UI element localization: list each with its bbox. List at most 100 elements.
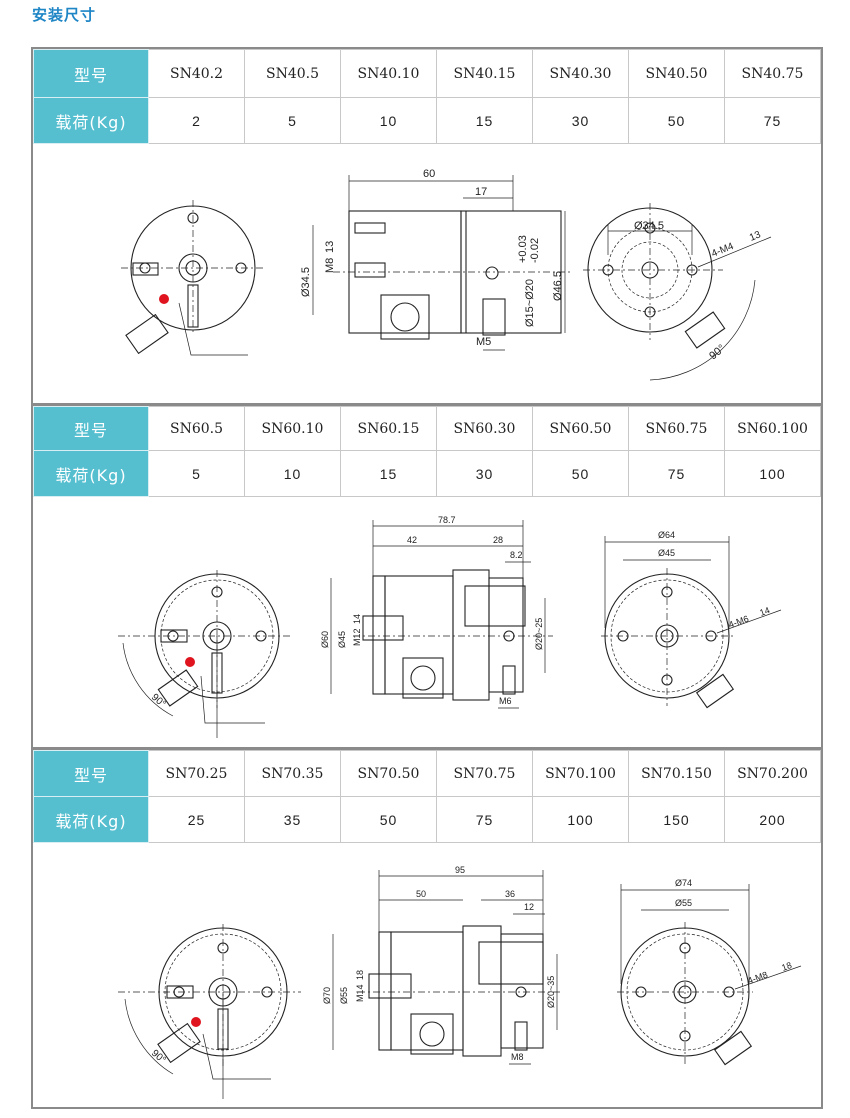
marker-dot <box>159 294 169 304</box>
load-cell: 50 <box>628 97 725 144</box>
table-row-models: 型号 SN60.5 SN60.10 SN60.15 SN60.30 SN60.5… <box>33 406 821 451</box>
dim-flange: 8.2 <box>510 550 523 560</box>
front-view: 90° <box>118 924 301 1099</box>
drawing-sn40: 60 17 Ø34.5 M8 13 Ø15~Ø20 +0.03 -0.02 Ø4… <box>33 145 821 403</box>
end-view: Ø74 Ø55 4-M8 18 <box>617 878 802 1066</box>
load-cell: 50 <box>340 796 437 843</box>
table-row-loads: 载荷(Kg) 5 10 15 30 50 75 100 <box>33 450 821 497</box>
dim-pcd-outer: Ø74 <box>675 878 692 888</box>
dim-tol-minus: -0.02 <box>529 238 541 263</box>
model-label: 型号 <box>33 750 149 797</box>
load-label: 载荷(Kg) <box>33 97 149 144</box>
dim-m-thread: M12 <box>352 628 362 646</box>
page-title: 安装尺寸 <box>32 6 97 24</box>
dim-pcd-inner: Ø55 <box>675 898 692 908</box>
dim-body-length: 42 <box>407 535 417 545</box>
dim-side-tap: M5 <box>476 336 491 348</box>
side-view: 95 50 36 12 Ø70 Ø55 M14 18 Ø20~35 M8 <box>322 865 563 1065</box>
drawing-sn70: 90° 95 50 36 <box>33 844 821 1107</box>
model-label: 型号 <box>33 406 149 451</box>
dim-side-tap: M6 <box>499 696 512 706</box>
load-cell: 50 <box>532 450 629 497</box>
load-cell: 2 <box>148 97 245 144</box>
model-cell: SN70.100 <box>532 750 629 797</box>
dim-total-length: 95 <box>455 865 465 875</box>
dim-body-length: 50 <box>416 889 426 899</box>
dim-outer-dia: Ø60 <box>320 631 330 648</box>
model-cell: SN60.10 <box>244 406 341 451</box>
dim-pcd-outer: Ø64 <box>658 530 675 540</box>
model-cell: SN70.150 <box>628 750 725 797</box>
dim-m-depth: 13 <box>324 241 336 253</box>
model-cell: SN40.30 <box>532 49 629 98</box>
load-label: 载荷(Kg) <box>33 450 149 497</box>
load-cell: 5 <box>244 97 341 144</box>
load-label: 载荷(Kg) <box>33 796 149 843</box>
marker-dot <box>185 657 195 667</box>
model-cell: SN70.35 <box>244 750 341 797</box>
model-cell: SN60.75 <box>628 406 725 451</box>
load-cell: 30 <box>436 450 533 497</box>
spec-section-sn40: 型号 SN40.2 SN40.5 SN40.10 SN40.15 SN40.30… <box>31 47 823 405</box>
technical-drawing: 60 17 Ø34.5 M8 13 Ø15~Ø20 +0.03 -0.02 Ø4… <box>121 168 772 381</box>
marker-dot <box>191 1017 201 1027</box>
model-cell: SN40.75 <box>724 49 821 98</box>
load-cell: 15 <box>436 97 533 144</box>
model-cell: SN60.100 <box>724 406 821 451</box>
model-cell: SN60.15 <box>340 406 437 451</box>
end-view: Ø34.5 4-M4 13 90° <box>583 203 772 381</box>
dim-bore: Ø20~35 <box>546 976 556 1008</box>
side-view: 78.7 42 28 8.2 Ø60 Ø45 M12 14 Ø20~25 M6 <box>320 515 553 709</box>
table-row-models: 型号 SN70.25 SN70.35 SN70.50 SN70.75 SN70.… <box>33 750 821 797</box>
dim-holes: 4-M8 <box>746 969 769 985</box>
front-view: 90° <box>118 570 293 738</box>
dim-m-thread: M8 <box>324 258 336 273</box>
table-row-models: 型号 SN40.2 SN40.5 SN40.10 SN40.15 SN40.30… <box>33 49 821 98</box>
drawing-sn60: 90° 78.7 42 28 <box>33 498 821 747</box>
model-cell: SN40.5 <box>244 49 341 98</box>
load-cell: 75 <box>628 450 725 497</box>
dim-front-length: 28 <box>493 535 503 545</box>
spec-section-sn60: 型号 SN60.5 SN60.10 SN60.15 SN60.30 SN60.5… <box>31 404 823 749</box>
load-cell: 15 <box>340 450 437 497</box>
model-cell: SN70.75 <box>436 750 533 797</box>
technical-drawing: 90° 95 50 36 <box>118 865 802 1099</box>
load-cell: 200 <box>724 796 821 843</box>
load-cell: 100 <box>724 450 821 497</box>
dim-outer-dia: Ø34.5 <box>300 267 312 297</box>
model-cell: SN40.10 <box>340 49 437 98</box>
load-cell: 25 <box>148 796 245 843</box>
dim-bore: Ø15~Ø20 <box>524 279 536 327</box>
dim-outer-dia: Ø70 <box>322 987 332 1004</box>
model-cell: SN60.50 <box>532 406 629 451</box>
dim-flange: 12 <box>524 902 534 912</box>
dim-side-tap: M8 <box>511 1052 524 1062</box>
table-row-loads: 载荷(Kg) 25 35 50 75 100 150 200 <box>33 796 821 843</box>
spec-table-sn70: 型号 SN70.25 SN70.35 SN70.50 SN70.75 SN70.… <box>33 750 821 843</box>
dim-holes: 4-M6 <box>727 613 750 629</box>
technical-drawing: 90° 78.7 42 28 <box>118 515 782 738</box>
dim-m-depth: 18 <box>355 970 365 980</box>
dim-bore: Ø20~25 <box>534 618 544 650</box>
dim-hole-depth: 14 <box>758 605 771 618</box>
load-cell: 5 <box>148 450 245 497</box>
dim-body-dia: Ø46.5 <box>552 271 564 301</box>
spec-table-sn60: 型号 SN60.5 SN60.10 SN60.15 SN60.30 SN60.5… <box>33 406 821 497</box>
load-cell: 10 <box>244 450 341 497</box>
load-cell: 150 <box>628 796 725 843</box>
load-cell: 75 <box>724 97 821 144</box>
front-view <box>121 200 263 356</box>
dim-front-length: 17 <box>475 186 487 198</box>
dim-m-depth: 14 <box>352 614 362 624</box>
load-cell: 75 <box>436 796 533 843</box>
load-cell: 100 <box>532 796 629 843</box>
side-view: 60 17 Ø34.5 M8 13 Ø15~Ø20 +0.03 -0.02 Ø4… <box>300 168 573 351</box>
load-cell: 30 <box>532 97 629 144</box>
dim-inner-dia: Ø55 <box>339 987 349 1004</box>
dim-angle: 90° <box>149 1048 168 1066</box>
model-cell: SN60.5 <box>148 406 245 451</box>
dim-front-length: 36 <box>505 889 515 899</box>
model-cell: SN70.50 <box>340 750 437 797</box>
dim-hole-depth: 13 <box>748 229 763 244</box>
load-cell: 35 <box>244 796 341 843</box>
